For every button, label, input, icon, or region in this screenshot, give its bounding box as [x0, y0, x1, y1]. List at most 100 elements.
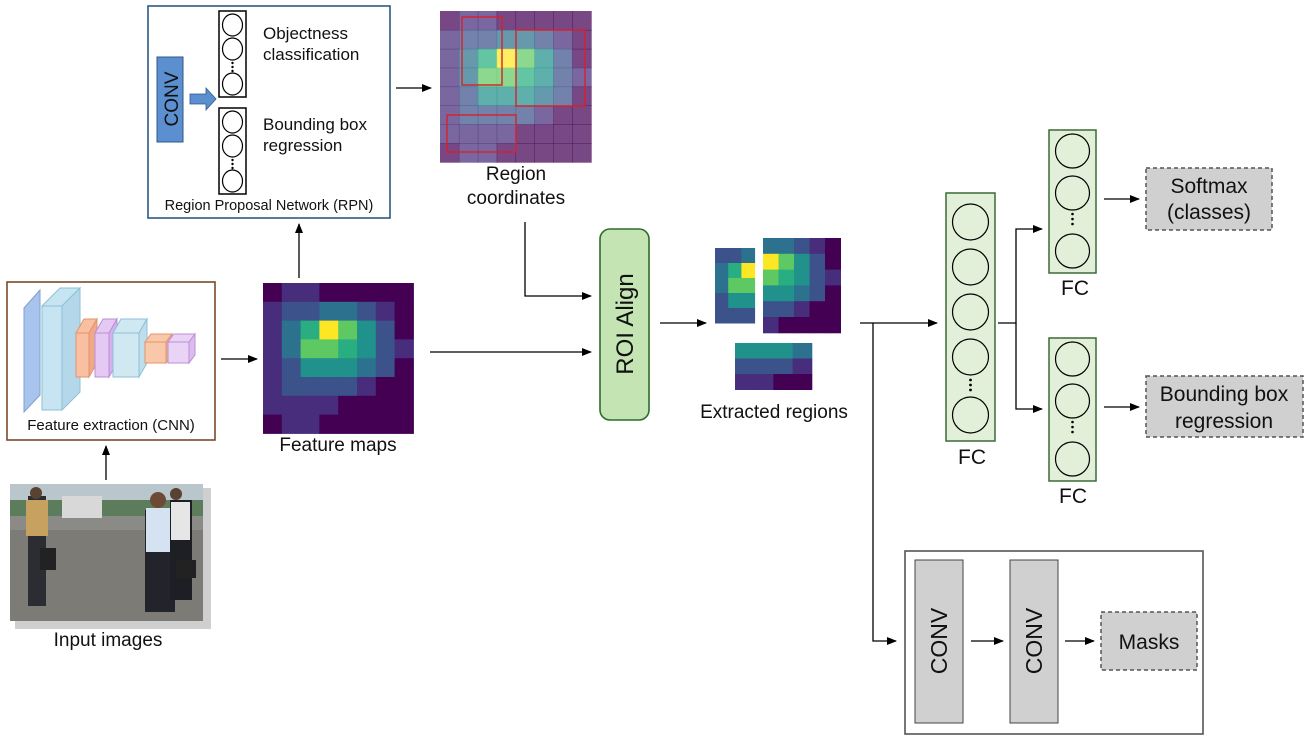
heatmap-cell	[319, 339, 339, 359]
roi-align-block: ROI Align	[599, 228, 650, 421]
cnn-layers-icon	[23, 286, 196, 414]
heatmap-cell	[794, 269, 810, 286]
fc-bottom-layer	[1048, 337, 1097, 482]
heatmap-cell	[794, 317, 810, 334]
heatmap-cell	[715, 263, 729, 279]
heatmap-cell	[778, 301, 795, 318]
fc-main-label: FC	[958, 446, 986, 469]
heatmap-cell	[319, 320, 339, 340]
heatmap-cell	[735, 374, 755, 390]
heatmap-cell	[477, 48, 498, 69]
heatmap-cell	[715, 308, 729, 324]
bbox-neurons	[218, 107, 247, 195]
heatmap-cell	[300, 320, 320, 340]
heatmap-cell	[572, 86, 592, 106]
heatmap-cell	[534, 143, 554, 163]
region-proposal-heatmap	[440, 11, 592, 163]
heatmap-cell	[357, 414, 377, 434]
rpn-bbox-line2: regression	[263, 136, 342, 155]
heatmap-cell	[394, 358, 414, 378]
heatmap-cell	[741, 248, 756, 264]
heatmap-cell	[794, 301, 810, 318]
heatmap-cell	[809, 238, 826, 255]
heatmap-cell	[394, 414, 414, 434]
heatmap-cell	[794, 285, 810, 302]
fc-top-label: FC	[1061, 277, 1089, 300]
heatmap-cell	[778, 253, 795, 271]
mask-conv2-label: CONV	[1021, 607, 1047, 674]
roi-align-label: ROI Align	[612, 273, 639, 374]
extracted-region-3	[735, 343, 813, 390]
heatmap-cell	[375, 358, 396, 378]
heatmap-cell	[778, 269, 795, 286]
heatmap-cell	[281, 283, 302, 303]
heatmap-cell	[319, 358, 339, 378]
heatmap-cell	[741, 263, 756, 279]
heatmap-cell	[300, 339, 320, 359]
heatmap-cell	[825, 317, 841, 334]
heatmap-cell	[338, 339, 358, 359]
heatmap-cell	[809, 269, 826, 286]
heatmap-cell	[357, 283, 377, 303]
heatmap-cell	[553, 29, 573, 50]
heatmap-cell	[263, 414, 283, 434]
region-coords-line2: coordinates	[467, 188, 565, 209]
heatmap-cell	[281, 395, 302, 416]
heatmap-cell	[338, 283, 358, 303]
heatmap-cell	[477, 67, 498, 88]
heatmap-cell	[741, 293, 756, 309]
heatmap-cell	[338, 414, 358, 434]
heatmap-cell	[281, 339, 302, 359]
heatmap-cell	[794, 238, 810, 255]
heatmap-cell	[300, 395, 320, 416]
heatmap-cell	[534, 105, 554, 125]
heatmap-cell	[281, 301, 302, 322]
heatmap-cell	[515, 67, 535, 88]
extracted-regions-label: Extracted regions	[700, 402, 848, 423]
heatmap-cell	[375, 301, 396, 322]
heatmap-cell	[741, 278, 756, 294]
heatmap-cell	[319, 377, 339, 397]
heatmap-cell	[440, 29, 460, 50]
heatmap-cell	[572, 11, 592, 31]
heatmap-cell	[778, 285, 795, 302]
heatmap-cell	[458, 86, 479, 106]
heatmap-cell	[515, 105, 535, 125]
heatmap-cell	[300, 301, 320, 322]
heatmap-cell	[440, 86, 460, 106]
heatmap-cell	[728, 248, 742, 264]
heatmap-cell	[458, 48, 479, 69]
heatmap-cell	[263, 358, 283, 378]
heatmap-cell	[338, 377, 358, 397]
heatmap-cell	[357, 339, 377, 359]
heatmap-cell	[534, 86, 554, 106]
heatmap-cell	[515, 48, 535, 69]
heatmap-cell	[773, 358, 794, 375]
feature-maps-label: Feature maps	[279, 435, 396, 456]
heatmap-cell	[572, 48, 592, 69]
objectness-neurons	[218, 10, 247, 98]
heatmap-cell	[338, 358, 358, 378]
rpn-bbox-line1: Bounding box	[263, 115, 367, 134]
heatmap-cell	[440, 143, 460, 163]
rpn-title: Region Proposal Network (RPN)	[165, 198, 374, 214]
heatmap-cell	[458, 143, 479, 163]
heatmap-cell	[515, 29, 535, 50]
heatmap-cell	[394, 301, 414, 322]
heatmap-cell	[281, 358, 302, 378]
heatmap-cell	[458, 29, 479, 50]
heatmap-cell	[534, 11, 554, 31]
heatmap-cell	[763, 301, 779, 318]
heatmap-cell	[825, 269, 841, 286]
heatmap-cell	[763, 238, 779, 255]
heatmap-cell	[496, 124, 517, 144]
heatmap-cell	[534, 29, 554, 50]
heatmap-cell	[553, 67, 573, 88]
heatmap-cell	[394, 395, 414, 416]
heatmap-cell	[263, 395, 283, 416]
masks-label: Masks	[1119, 631, 1180, 654]
heatmap-cell	[825, 238, 841, 255]
heatmap-cell	[534, 48, 554, 69]
cnn-box: Feature extraction (CNN)	[6, 281, 216, 441]
region-coords-line1: Region	[486, 164, 546, 185]
